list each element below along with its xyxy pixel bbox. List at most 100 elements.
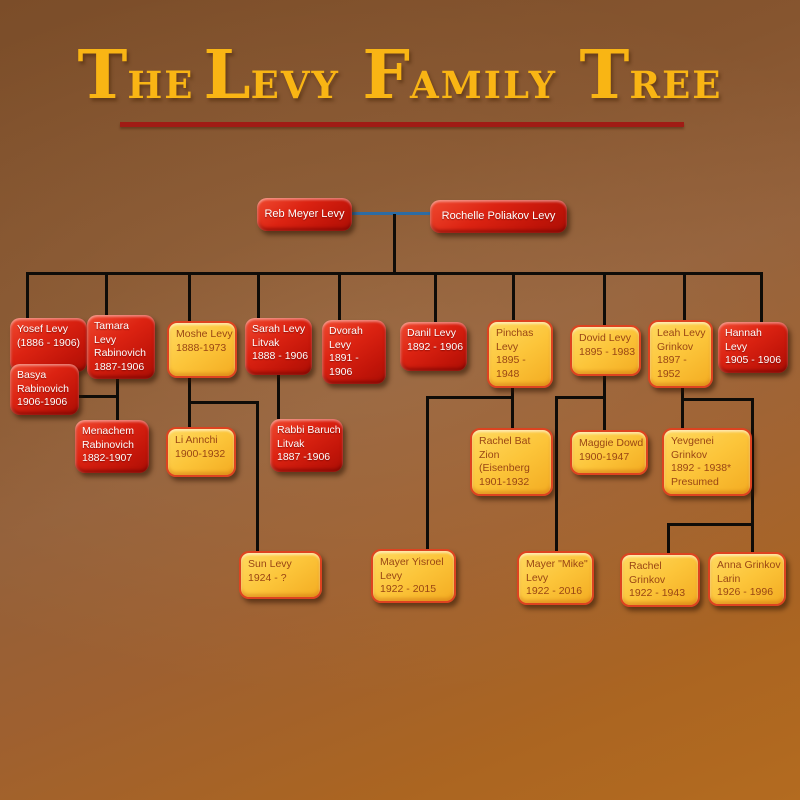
person-dates: (1886 - 1906) bbox=[17, 336, 81, 349]
person-name: Sarah Levy Litvak bbox=[252, 323, 306, 349]
person-name: Reb Meyer Levy bbox=[264, 208, 345, 221]
person-dates: 1895 - 1948 bbox=[496, 354, 526, 380]
person-name: Danil Levy bbox=[407, 327, 457, 339]
person-dates: 1887 -1906 bbox=[277, 451, 331, 464]
person-dates: 1892 - 1906 bbox=[407, 340, 464, 353]
person-name: Dovid Levy bbox=[579, 332, 631, 344]
person-dates: 1905 - 1906 bbox=[725, 354, 782, 367]
person-node-hannah-levy: Hannah Levy 1905 - 1906 bbox=[718, 322, 788, 373]
connector-drop-sarah bbox=[257, 272, 260, 318]
connector-drop-tamara bbox=[105, 272, 108, 315]
connector-mayer-mike-drop bbox=[555, 396, 558, 551]
person-dates: 1922 - 2016 bbox=[526, 585, 583, 598]
person-node-mayer-mike-levy: Mayer "Mike" Levy 1922 - 2016 bbox=[517, 551, 594, 605]
person-note: Presumed bbox=[671, 475, 719, 488]
person-name: Anna Grinkov Larin bbox=[717, 559, 781, 585]
person-dates: 1906-1906 bbox=[17, 396, 68, 409]
person-node-menachem-rabinovich: Menachem Rabinovich 1882-1907 bbox=[75, 420, 149, 473]
connector-root-drop bbox=[393, 214, 396, 272]
person-name: Rachel Grinkov bbox=[629, 560, 666, 586]
connector-drop-pinchas bbox=[512, 272, 515, 320]
connector-dovid-child-branch bbox=[555, 396, 606, 399]
connector-drop-danil bbox=[434, 272, 437, 322]
person-node-danil-levy: Danil Levy 1892 - 1906 bbox=[400, 322, 467, 371]
person-node-reb-meyer-levy: Reb Meyer Levy bbox=[257, 198, 352, 231]
connector-drop-dovid bbox=[603, 272, 606, 325]
person-name: Rabbi Baruch Litvak bbox=[277, 424, 341, 450]
person-dates: 1926 - 1996 bbox=[717, 586, 774, 599]
person-node-anna-grinkov-larin: Anna Grinkov Larin 1926 - 1996 bbox=[708, 552, 786, 606]
person-dates: 1887-1906 bbox=[94, 360, 145, 373]
person-node-sun-levy: Sun Levy 1924 - ? bbox=[239, 551, 322, 599]
person-dates: 1924 - ? bbox=[248, 571, 287, 584]
person-node-dovid-levy: Dovid Levy 1895 - 1983 bbox=[570, 325, 641, 376]
person-dates: 1897 - 1952 bbox=[657, 354, 687, 380]
person-name: Sun Levy bbox=[248, 558, 292, 570]
connector-sun-drop bbox=[256, 401, 259, 551]
person-node-yosef-levy: Yosef Levy (1886 - 1906) bbox=[10, 318, 87, 372]
person-node-tamara-levy-rabinovich: Tamara Levy Rabinovich 1887-1906 bbox=[87, 315, 155, 379]
connector-drop-dvorah bbox=[338, 272, 341, 320]
connector-children-bus bbox=[26, 272, 763, 275]
connector-moshe-child-branch bbox=[188, 401, 259, 404]
person-dates: 1901-1932 bbox=[479, 475, 530, 488]
title-word: Levy bbox=[203, 35, 340, 114]
connector-pinchas-rachelbatzion bbox=[511, 378, 514, 428]
title-divider bbox=[120, 122, 684, 127]
connector-dovid-maggie bbox=[603, 375, 606, 430]
person-name: Basya Rabinovich bbox=[17, 369, 69, 395]
person-name: Yosef Levy bbox=[17, 323, 68, 335]
person-name: Mayer Yisroel Levy bbox=[380, 556, 444, 582]
person-node-basya-rabinovich: Basya Rabinovich 1906-1906 bbox=[10, 364, 79, 415]
connector-drop-leah bbox=[683, 272, 686, 320]
person-node-sarah-levy-litvak: Sarah Levy Litvak 1888 - 1906 bbox=[245, 318, 312, 375]
connector-grinkov-children-bus bbox=[667, 523, 754, 526]
person-node-rachel-grinkov: Rachel Grinkov 1922 - 1943 bbox=[620, 553, 700, 607]
person-node-leah-levy-grinkov: Leah Levy Grinkov 1897 - 1952 bbox=[648, 320, 713, 388]
person-dates: 1892 - 1938* bbox=[671, 462, 732, 475]
connector-sarah-baruch bbox=[277, 374, 280, 419]
connector-leah-yevgenei bbox=[681, 378, 684, 428]
person-dates: 1888-1973 bbox=[176, 341, 227, 354]
connector-drop-hannah bbox=[760, 272, 763, 322]
person-node-li-annchi: Li Annchi 1900-1932 bbox=[166, 427, 236, 477]
connector-spouse-root bbox=[352, 212, 430, 215]
page-title: TheLevy Family Tree bbox=[0, 18, 800, 132]
person-name: Li Annchi bbox=[175, 434, 218, 446]
person-node-moshe-levy: Moshe Levy 1888-1973 bbox=[167, 321, 237, 378]
person-dates: 1895 - 1983 bbox=[579, 345, 636, 358]
person-name: Yevgenei Grinkov bbox=[671, 435, 714, 461]
person-dates: 1882-1907 bbox=[82, 452, 133, 465]
title-word: The bbox=[77, 35, 195, 114]
title-word: Tree bbox=[579, 35, 723, 114]
person-name: Hannah Levy bbox=[725, 327, 762, 353]
person-dates: 1922 - 1943 bbox=[629, 587, 686, 600]
person-name: Dvorah Levy bbox=[329, 325, 363, 351]
person-name: Mayer "Mike" Levy bbox=[526, 558, 588, 584]
person-dates: 1900-1932 bbox=[175, 447, 226, 460]
person-node-mayer-yisroel-levy: Mayer Yisroel Levy 1922 - 2015 bbox=[371, 549, 456, 603]
person-node-pinchas-levy: Pinchas Levy 1895 - 1948 bbox=[487, 320, 553, 388]
person-dates: 1888 - 1906 bbox=[252, 350, 309, 363]
connector-basya-link bbox=[77, 395, 119, 398]
person-dates: 1922 - 2015 bbox=[380, 583, 437, 596]
person-name: Tamara Levy Rabinovich bbox=[94, 320, 146, 360]
person-node-dvorah-levy: Dvorah Levy 1891 - 1906 bbox=[322, 320, 386, 384]
connector-rachel-grinkov-drop bbox=[667, 523, 670, 554]
connector-drop-moshe bbox=[188, 272, 191, 321]
connector-leah-child-branch bbox=[681, 398, 754, 401]
person-name: Leah Levy Grinkov bbox=[657, 327, 706, 353]
person-dates: 1891 - 1906 bbox=[329, 352, 359, 378]
person-name: Moshe Levy bbox=[176, 328, 233, 340]
person-name: Rachel Bat Zion (Eisenberg bbox=[479, 435, 531, 475]
person-node-maggie-dowd: Maggie Dowd 1900-1947 bbox=[570, 430, 648, 475]
person-node-rochelle-poliakov-levy: Rochelle Poliakov Levy bbox=[430, 200, 567, 233]
connector-anna-drop bbox=[751, 398, 754, 552]
person-name: Pinchas Levy bbox=[496, 327, 534, 353]
connector-pinchas-child-branch bbox=[426, 396, 514, 399]
person-name: Menachem Rabinovich bbox=[82, 425, 134, 451]
person-node-rabbi-baruch-litvak: Rabbi Baruch Litvak 1887 -1906 bbox=[270, 419, 343, 472]
connector-mayer-yisroel-drop bbox=[426, 396, 429, 549]
person-name: Rochelle Poliakov Levy bbox=[441, 210, 556, 223]
